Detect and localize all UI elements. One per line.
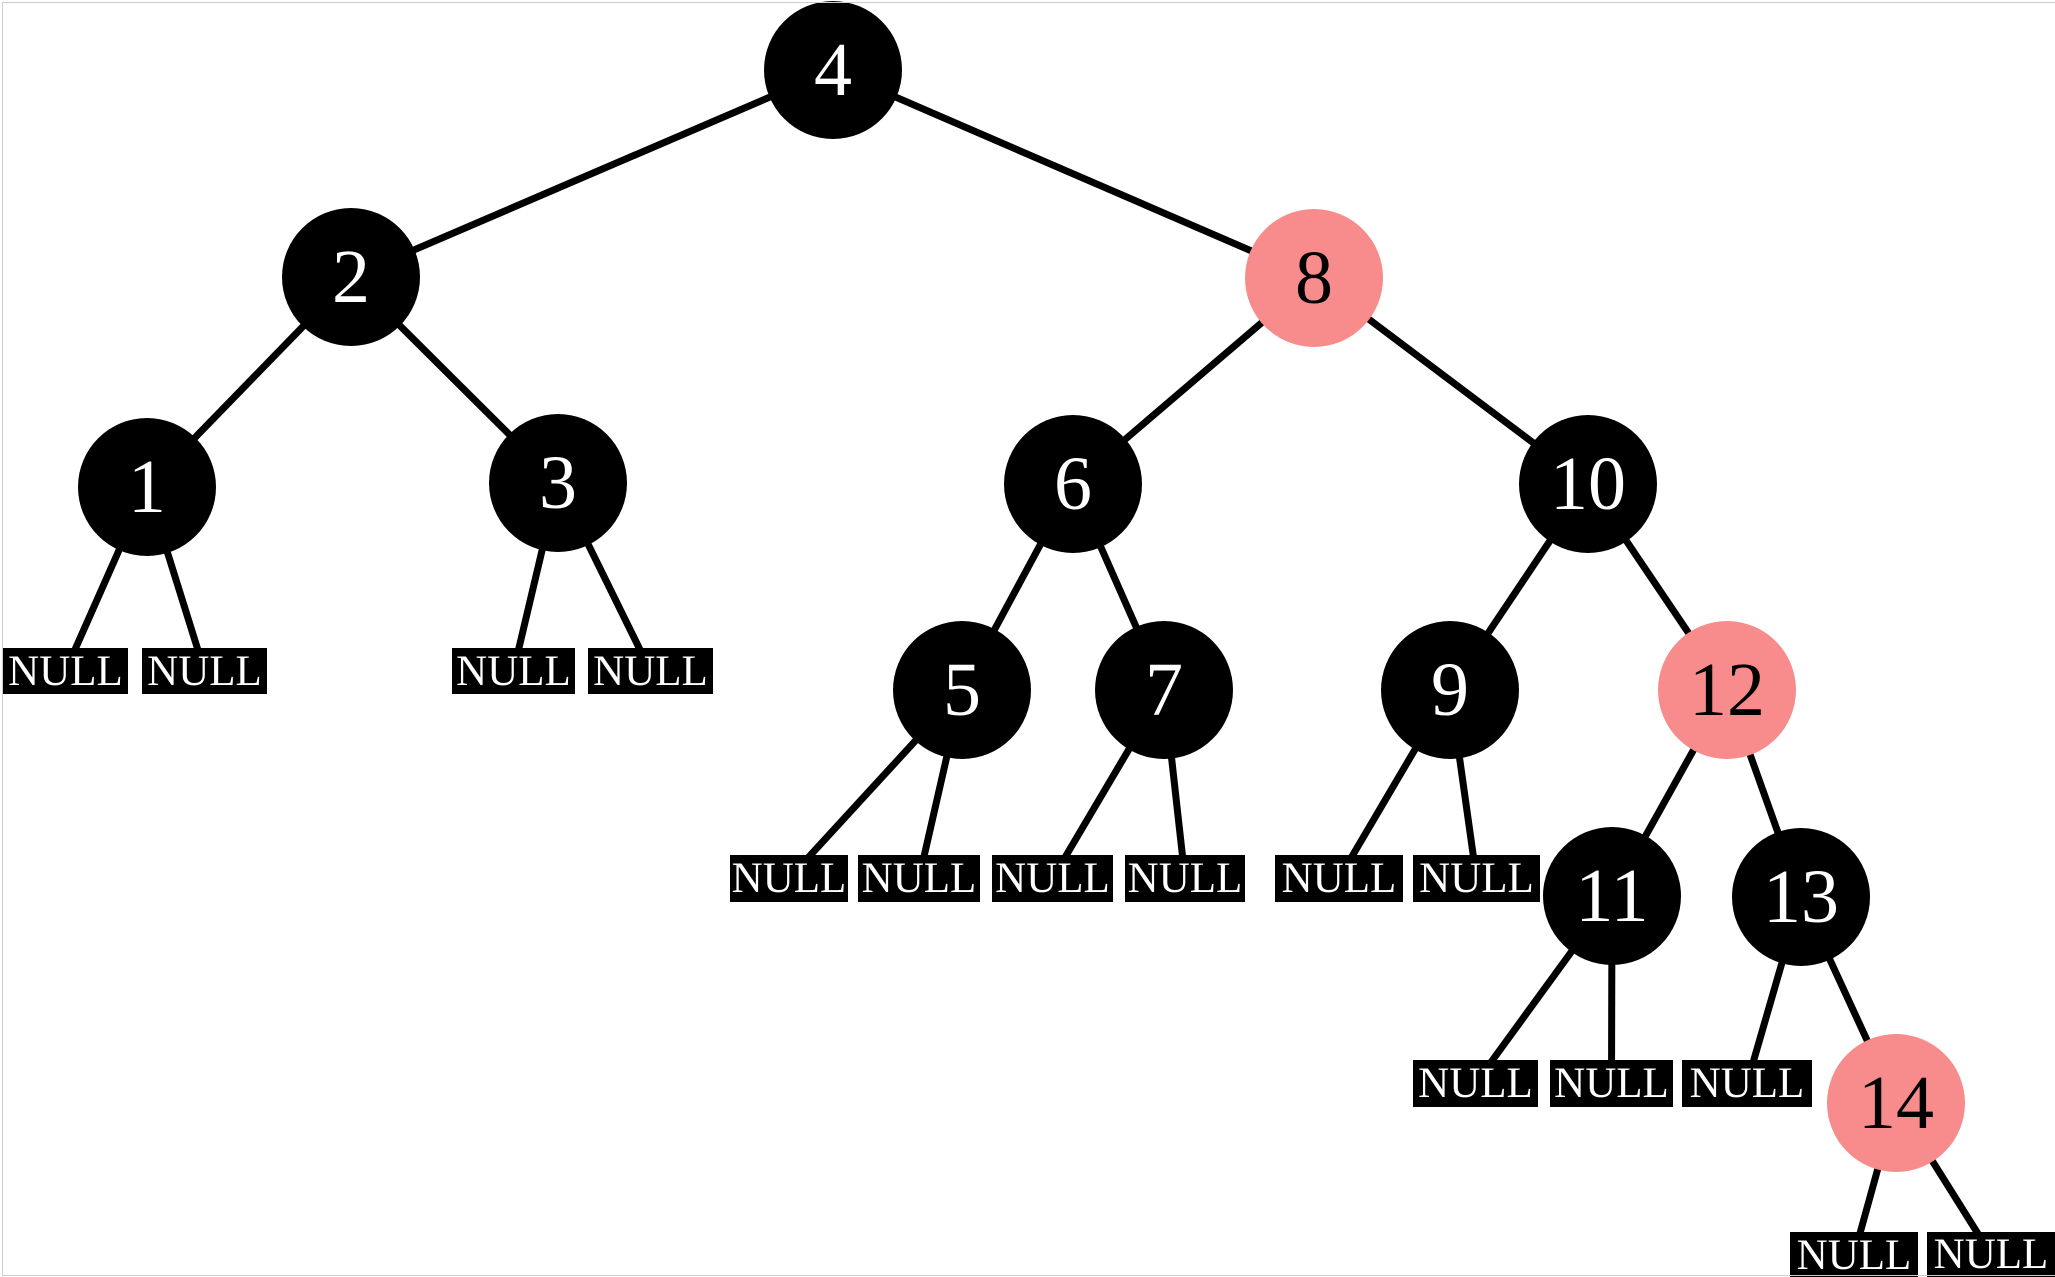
tree-node-7: 7 bbox=[1095, 621, 1233, 759]
tree-node-1: 1 bbox=[78, 418, 216, 556]
tree-node-14: 14 bbox=[1827, 1034, 1965, 1172]
null-leaf: NULL bbox=[1927, 1232, 2055, 1277]
tree-edge bbox=[349, 66, 835, 281]
null-leaf: NULL bbox=[1682, 1060, 1812, 1107]
tree-node-11: 11 bbox=[1543, 827, 1681, 965]
null-leaf: NULL bbox=[452, 648, 575, 694]
null-leaf: NULL bbox=[1413, 855, 1540, 902]
null-leaf: NULL bbox=[3, 648, 128, 694]
tree-node-3: 3 bbox=[489, 414, 627, 552]
tree-node-13: 13 bbox=[1732, 828, 1870, 966]
null-leaf: NULL bbox=[1550, 1060, 1673, 1107]
null-leaf: NULL bbox=[588, 648, 713, 694]
null-leaf: NULL bbox=[142, 648, 267, 694]
null-leaf: NULL bbox=[1413, 1060, 1538, 1107]
null-leaf: NULL bbox=[992, 855, 1113, 902]
tree-node-9: 9 bbox=[1381, 621, 1519, 759]
null-leaf: NULL bbox=[730, 855, 848, 902]
tree-node-5: 5 bbox=[893, 621, 1031, 759]
tree-node-4: 4 bbox=[764, 1, 902, 139]
tree-node-10: 10 bbox=[1519, 415, 1657, 553]
null-leaf: NULL bbox=[1790, 1232, 1918, 1277]
tree-node-8: 8 bbox=[1245, 209, 1383, 347]
tree-edge bbox=[831, 66, 1316, 282]
tree-node-12: 12 bbox=[1658, 621, 1796, 759]
tree-node-6: 6 bbox=[1004, 415, 1142, 553]
null-leaf: NULL bbox=[1125, 855, 1245, 902]
tree-node-2: 2 bbox=[282, 208, 420, 346]
null-leaf: NULL bbox=[1275, 855, 1403, 902]
null-leaf: NULL bbox=[858, 855, 980, 902]
